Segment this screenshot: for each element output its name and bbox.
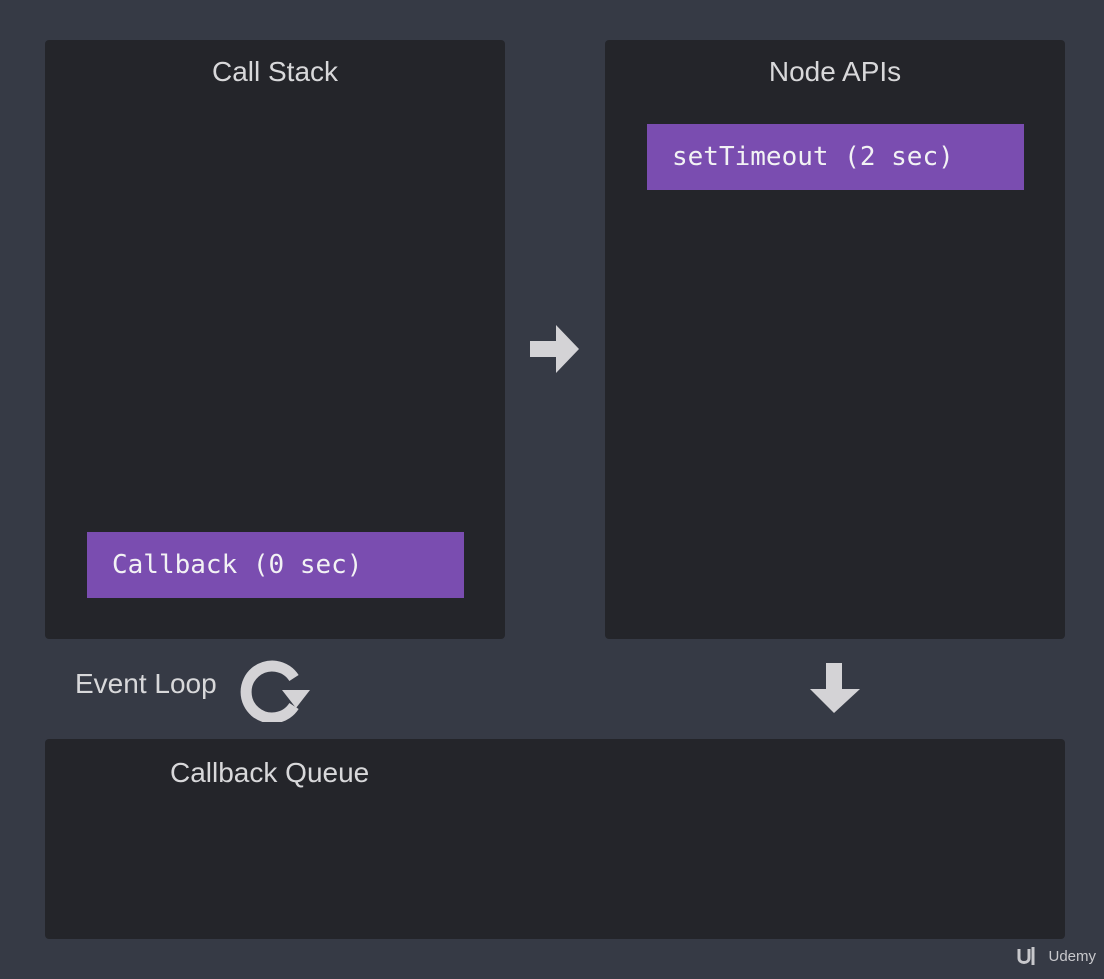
callback-queue-panel: Callback Queue <box>45 739 1065 939</box>
udemy-brand: Udemy <box>1016 945 1096 967</box>
node-apis-panel: Node APIs setTimeout (2 sec) <box>605 40 1065 639</box>
arrow-right-icon <box>530 325 579 373</box>
call-stack-title: Call Stack <box>211 56 339 87</box>
node-apis-title: Node APIs <box>768 56 902 87</box>
call-stack-panel: Call Stack Callback (0 sec) <box>45 40 505 639</box>
node-api-item: setTimeout (2 sec) <box>647 124 1024 190</box>
udemy-logo-icon <box>1017 947 1035 965</box>
call-stack-frame: Callback (0 sec) <box>87 532 464 598</box>
arrow-down-icon <box>810 663 860 713</box>
callback-queue-title: Callback Queue <box>170 757 370 788</box>
event-loop-label: Event Loop <box>75 668 217 699</box>
brand-name: Udemy <box>1048 947 1096 965</box>
refresh-icon <box>240 660 310 722</box>
